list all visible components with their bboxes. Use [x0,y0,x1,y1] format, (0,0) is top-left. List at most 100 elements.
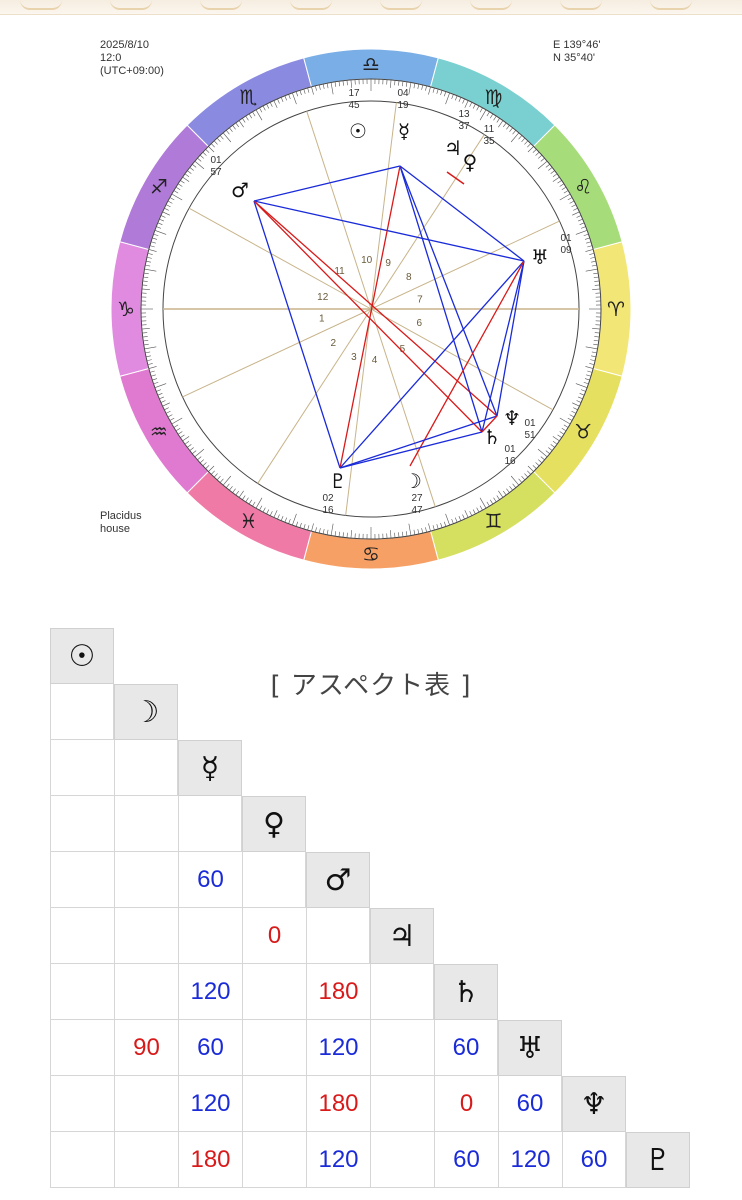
degree-tick [148,366,157,369]
aspect-line [339,260,525,469]
degree-tick [318,528,321,534]
degree-tick [552,441,558,445]
degree-tick [592,328,601,330]
degree-tick [506,125,510,130]
degree-tick [173,190,179,194]
degree-tick [222,132,232,143]
degree-tick [576,215,582,218]
degree-tick [509,127,513,132]
degree-tick [266,509,270,515]
planet-minute: 45 [348,100,360,111]
degree-tick [563,424,569,428]
aspect-table-cell [50,796,114,852]
degree-tick [503,490,507,496]
degree-tick [579,393,585,396]
degree-tick [288,518,291,524]
degree-tick [142,332,148,334]
zodiac-sign-glyph: ♒ [150,420,168,444]
planet-minute: 37 [458,121,470,132]
degree-tick [299,522,302,528]
degree-tick [277,514,280,520]
degree-tick [171,193,183,201]
degree-tick [222,475,232,486]
degree-tick [150,374,156,377]
degree-tick [150,241,156,244]
zodiac-sign-glyph: ♑ [117,297,135,321]
degree-tick [334,531,337,537]
aspect-table-cell [370,1076,434,1132]
degree-tick [148,249,157,252]
swirl-ornament [560,0,602,10]
degree-tick [496,118,500,123]
aspect-value-cell: 60 [178,852,242,908]
aspect-value-cell: 120 [178,1076,242,1132]
degree-tick [189,167,194,171]
degree-tick [535,151,540,156]
degree-tick [169,417,175,421]
degree-tick [552,436,560,442]
degree-tick [496,495,500,500]
degree-tick [194,160,205,170]
degree-tick [199,154,204,159]
house-number: 11 [334,266,345,277]
degree-tick [346,532,348,538]
degree-tick [579,222,585,225]
degree-tick [421,84,424,90]
planet-glyph: ♀ [463,150,478,174]
planet-degree: 17 [348,88,360,99]
degree-tick [273,100,278,108]
degree-tick [425,85,427,91]
degree-tick [141,328,150,330]
degree-tick [559,193,571,201]
planet-glyph: ☉ [349,119,367,143]
degree-tick [299,90,302,96]
aspect-table-planet-header: ☽ [114,684,178,740]
degree-tick [569,200,575,204]
degree-tick [205,465,210,469]
degree-tick [592,288,601,290]
degree-tick [295,91,299,97]
degree-tick [498,490,504,498]
degree-tick [559,183,565,187]
degree-tick [455,517,458,523]
aspect-value-cell: 60 [562,1132,626,1188]
planet-minute: 51 [524,430,536,441]
degree-tick [572,402,580,407]
degree-tick [573,407,578,411]
aspect-value-cell: 120 [306,1132,370,1188]
degree-tick [199,459,204,464]
degree-tick [413,83,416,89]
degree-tick [458,515,462,521]
degree-tick [153,381,159,385]
degree-tick [440,522,443,528]
degree-tick [187,444,192,448]
degree-tick [165,204,171,208]
degree-tick [141,288,150,290]
degree-tick [208,146,215,153]
degree-tick [145,260,151,263]
degree-tick [518,135,523,140]
degree-tick [146,256,152,259]
house-cusp-line [182,308,372,398]
degree-tick [462,514,465,520]
degree-tick [311,523,314,532]
degree-tick [550,444,555,448]
degree-tick [571,204,577,208]
degree-tick [160,215,166,218]
degree-tick [273,510,278,518]
degree-tick [472,509,476,515]
zodiac-sign-glyph: ♉ [574,420,592,444]
planet-minute: 16 [504,456,516,467]
degree-tick [238,120,244,128]
degree-tick [255,109,263,121]
degree-tick [277,98,280,104]
degree-tick [269,511,273,516]
aspect-line [481,415,498,433]
planet-glyph: ♅ [531,245,549,269]
degree-tick [585,366,594,369]
degree-tick [205,149,210,153]
degree-tick [575,383,588,388]
degree-tick [143,276,149,278]
aspect-value-cell: 60 [434,1132,498,1188]
